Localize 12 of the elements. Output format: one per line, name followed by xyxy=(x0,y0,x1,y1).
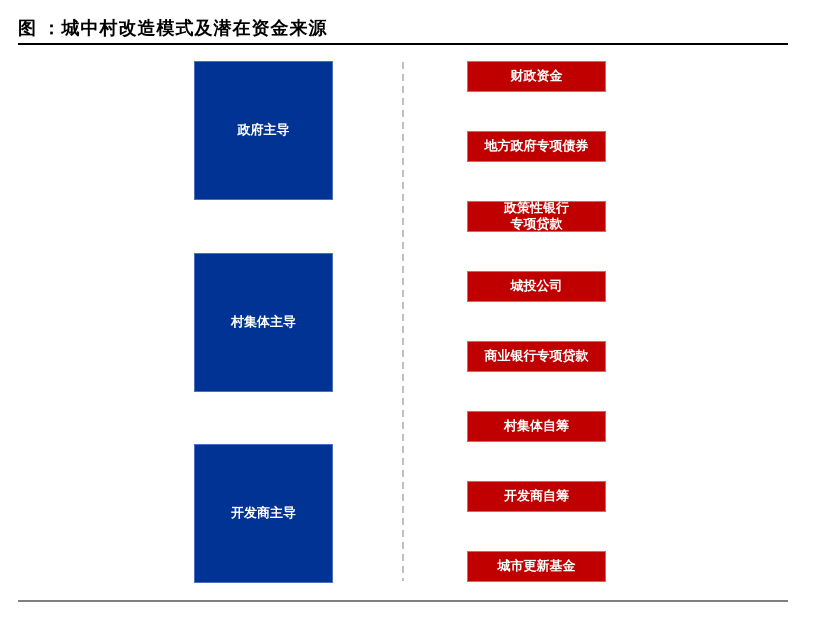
funding-source-box: 财政资金 xyxy=(467,61,606,92)
mode-box: 村集体主导 xyxy=(194,253,333,392)
funding-source-box: 城投公司 xyxy=(467,271,606,302)
mode-box: 政府主导 xyxy=(194,61,333,200)
funding-source-box: 商业银行专项贷款 xyxy=(467,341,606,372)
mode-box: 开发商主导 xyxy=(194,444,333,583)
funding-source-box: 地方政府专项债券 xyxy=(467,131,606,162)
title: 图 ：城中村改造模式及潜在资金来源 xyxy=(18,17,328,40)
funding-source-box: 城市更新基金 xyxy=(467,551,606,582)
funding-source-box: 政策性银行专项贷款 xyxy=(467,201,606,232)
funding-source-box: 开发商自筹 xyxy=(467,481,606,512)
funding-source-box: 村集体自筹 xyxy=(467,411,606,442)
